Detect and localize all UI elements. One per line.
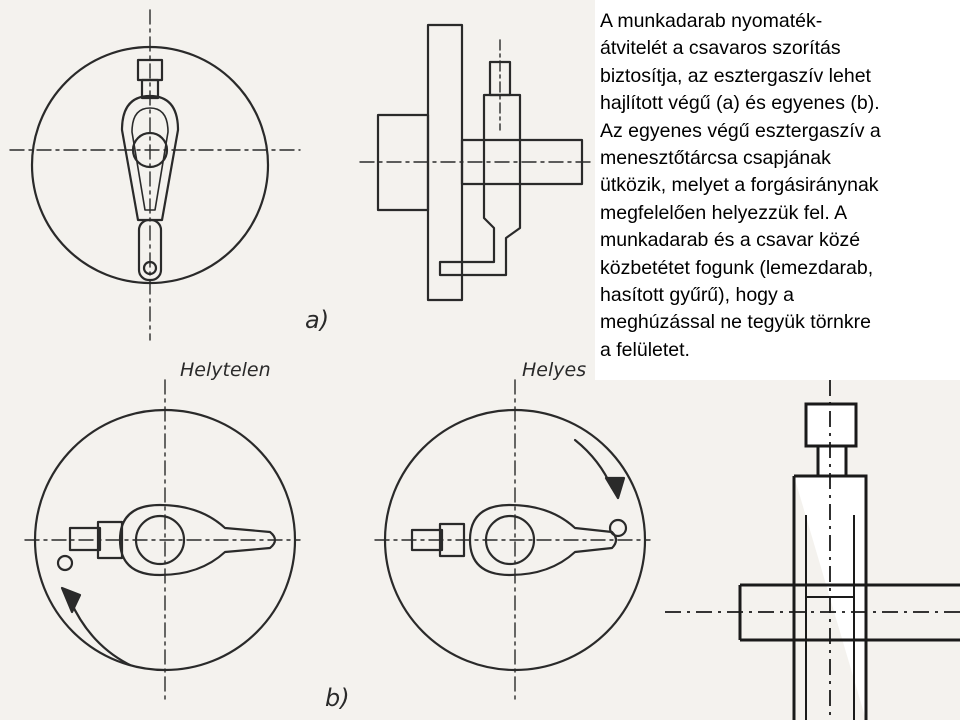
screw-b-right — [410, 528, 444, 552]
pin-b-right — [608, 518, 628, 538]
explanation-text: A munkadarab nyomaték- átvitelét a csava… — [600, 10, 881, 361]
dog-body-b-right — [468, 503, 618, 577]
label-b: b) — [325, 684, 350, 712]
diagram-b-right — [374, 379, 651, 701]
workpiece-side-a — [460, 138, 584, 186]
diagram-b-wrong — [24, 379, 301, 701]
dog-tail-a — [137, 218, 163, 282]
rotation-arrowhead-b-wrong — [60, 586, 82, 614]
workpiece-circle-b-right — [484, 514, 536, 566]
detail-screw-shank — [816, 444, 848, 478]
label-right: Helyes — [522, 359, 586, 381]
scan-background — [0, 0, 595, 720]
tail-pin-a — [142, 260, 158, 276]
dog-side-a — [438, 93, 522, 277]
screw-b-wrong — [68, 526, 102, 552]
diagram-a-side-view — [359, 23, 591, 302]
dog-body-a — [120, 94, 180, 222]
label-wrong: Helytelen — [180, 359, 271, 381]
workpiece-circle-b-wrong — [134, 514, 186, 566]
detail-screw-head — [804, 402, 858, 448]
workpiece-circle-a — [131, 131, 169, 169]
rotation-arrowhead-b-right — [604, 476, 626, 500]
scan-background-lower — [595, 380, 960, 720]
detail-enlarged-view — [665, 380, 960, 720]
dog-inner-a — [131, 107, 169, 211]
screw-boss-b-right — [438, 522, 466, 558]
pin-b-wrong — [56, 554, 74, 572]
diagram-a-front-view — [9, 9, 301, 341]
screw-shank-a — [140, 78, 160, 100]
dog-body-b-wrong — [118, 503, 277, 577]
label-a: a) — [305, 306, 329, 334]
screw-boss-b-wrong — [96, 520, 124, 560]
